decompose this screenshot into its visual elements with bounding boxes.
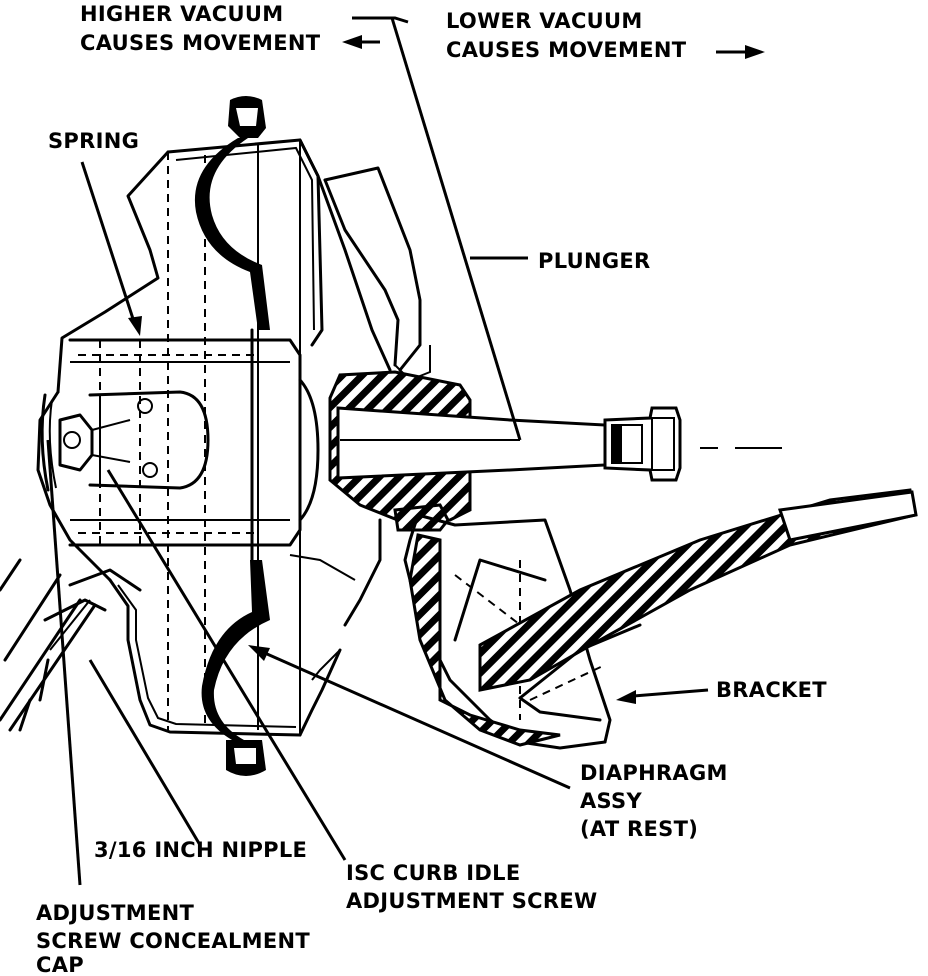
housing [36, 138, 392, 737]
label-isc-1: ISC CURB IDLE [346, 861, 520, 885]
label-adj-cap-1: ADJUSTMENT [36, 901, 195, 925]
label-isc-2: ADJUSTMENT SCREW [346, 889, 597, 913]
label-nipple: 3/16 INCH NIPPLE [94, 838, 307, 862]
nipple [0, 558, 142, 732]
bracket [311, 488, 918, 750]
mounting-neck [323, 166, 431, 382]
label-higher-vacuum-2: CAUSES MOVEMENT [80, 31, 321, 55]
label-lower-vacuum-1: LOWER VACUUM [446, 9, 643, 33]
label-adj-cap-3: CAP [36, 953, 84, 976]
label-diaphragm-1: DIAPHRAGM [580, 761, 728, 785]
diaphragm-assy [194, 96, 320, 776]
label-spring: SPRING [48, 129, 139, 153]
label-lower-vacuum-2: CAUSES MOVEMENT [446, 38, 687, 62]
label-diaphragm-2: ASSY [580, 789, 642, 813]
labels: HIGHER VACUUM CAUSES MOVEMENT LOWER VACU… [36, 2, 827, 976]
label-adj-cap-2: SCREW CONCEALMENT [36, 929, 310, 953]
spring [40, 338, 302, 547]
label-higher-vacuum-1: HIGHER VACUUM [80, 2, 283, 26]
plunger [328, 370, 782, 532]
label-bracket: BRACKET [716, 678, 827, 702]
leader-lines [46, 16, 765, 886]
label-diaphragm-3: (AT REST) [580, 817, 698, 841]
label-plunger: PLUNGER [538, 249, 651, 273]
